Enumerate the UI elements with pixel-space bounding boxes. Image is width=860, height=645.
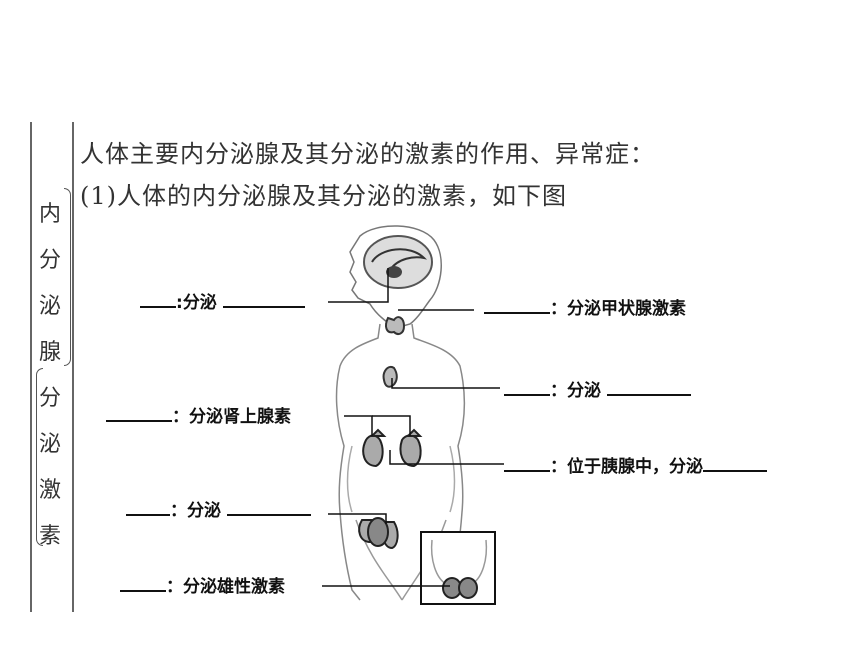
answer-blank: [504, 380, 550, 396]
pituitary-label: :分泌: [140, 292, 305, 313]
ovary-label: ：分泌: [126, 500, 311, 521]
answer-blank: [504, 456, 550, 472]
thymus-leader: [391, 378, 500, 389]
answer-blank: [222, 292, 305, 308]
label-separator: ：: [172, 407, 189, 427]
label-text: 分泌: [567, 381, 601, 401]
label-separator: :: [176, 293, 183, 313]
head-outline: [349, 225, 442, 329]
adrenal-leader-2: [372, 415, 411, 436]
thyroid-label: ：分泌甲状腺激素: [484, 298, 686, 319]
thyroid-icon: [385, 316, 406, 335]
answer-blank: [126, 500, 170, 516]
label-separator: ：: [170, 501, 187, 521]
left-border-line: [30, 122, 32, 612]
label-separator: ：: [550, 381, 567, 401]
side-title: 内 分 泌 腺 分 泌 激 素: [34, 192, 66, 560]
side-char: 分: [38, 248, 61, 273]
brain-icon: [363, 235, 433, 289]
answer-blank: [484, 298, 550, 314]
label-text: 分泌: [187, 501, 221, 521]
side-char: 激: [38, 478, 61, 503]
pancreas-label: ：位于胰腺中，分泌: [504, 456, 767, 477]
label-text: 分泌: [182, 293, 217, 313]
lower-brace: [36, 368, 43, 546]
label-text: 分泌肾上腺素: [189, 407, 291, 427]
label-text: 分泌甲状腺激素: [567, 299, 686, 319]
side-char: 泌: [38, 294, 61, 319]
figure-caption: (1)人体的内分泌腺及其分泌的激素，如下图: [80, 182, 567, 210]
ovary-icon: [358, 517, 399, 550]
adrenal-kidney-icon: [362, 428, 423, 468]
side-char: 素: [38, 524, 61, 549]
answer-blank: [606, 380, 691, 396]
label-separator: ：: [166, 577, 183, 597]
pancreas-leader: [389, 450, 504, 465]
content-border-line: [72, 122, 74, 612]
side-char: 腺: [38, 340, 61, 365]
adrenal-label: ：分泌肾上腺素: [106, 406, 291, 427]
label-text: 位于胰腺中，分泌: [567, 457, 703, 477]
answer-blank: [120, 576, 166, 592]
testis-icon: [430, 539, 488, 599]
thymus-label: ：分泌: [504, 380, 691, 401]
ovary-leader: [328, 513, 387, 524]
side-char: 分: [38, 386, 61, 411]
side-char: 内: [38, 202, 61, 227]
answer-blank: [140, 292, 176, 308]
answer-blank: [226, 500, 311, 516]
side-char: 泌: [38, 432, 61, 457]
page-heading: 人体主要内分泌腺及其分泌的激素的作用、异常症：: [80, 140, 655, 168]
label-separator: ：: [550, 299, 567, 319]
label-text: 分泌雄性激素: [183, 577, 285, 597]
testis-label: ：分泌雄性激素: [120, 576, 285, 597]
answer-blank: [106, 406, 172, 422]
thymus-icon: [382, 366, 398, 388]
label-separator: ：: [550, 457, 567, 477]
pituitary-leader: [328, 268, 389, 303]
answer-blank: [703, 456, 767, 472]
adrenal-leader: [344, 415, 373, 436]
